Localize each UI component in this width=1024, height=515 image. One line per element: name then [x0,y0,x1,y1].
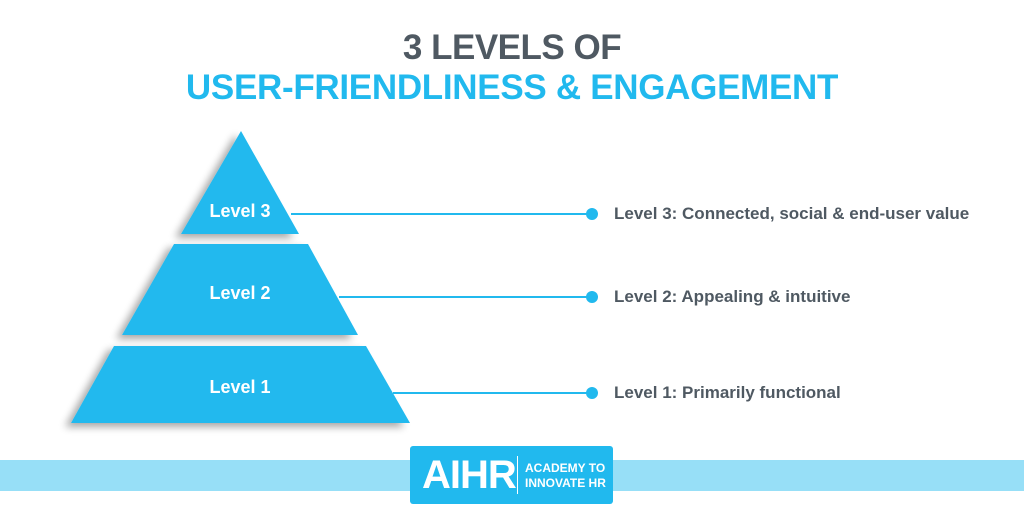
logo-tagline-line-1: ACADEMY TO [525,461,606,475]
logo-divider [517,456,518,494]
tier-label-3: Level 3 [209,201,270,221]
logo-tagline: ACADEMY TO INNOVATE HR [525,461,606,491]
connector-dot-2 [586,291,598,303]
connector-dot-1 [586,387,598,399]
pyramid-tier-1 [71,346,410,423]
level-1-description: Level 1: Primarily functional [614,383,841,402]
logo-mark: AIHR [422,453,517,497]
tier-label-1: Level 1 [209,377,270,397]
aihr-logo: AIHR ACADEMY TO INNOVATE HR [410,446,613,504]
logo-tagline-line-2: INNOVATE HR [525,476,606,490]
connector-dot-3 [586,208,598,220]
title-line-2: USER-FRIENDLINESS & ENGAGEMENT [185,68,839,107]
pyramid-tier-2 [122,244,358,335]
level-2-description: Level 2: Appealing & intuitive [614,287,851,306]
title-line-1: 3 LEVELS OF [402,28,622,67]
tier-label-2: Level 2 [209,283,270,303]
pyramid-tier-3 [181,131,299,234]
level-3-description: Level 3: Connected, social & end-user va… [614,204,970,223]
